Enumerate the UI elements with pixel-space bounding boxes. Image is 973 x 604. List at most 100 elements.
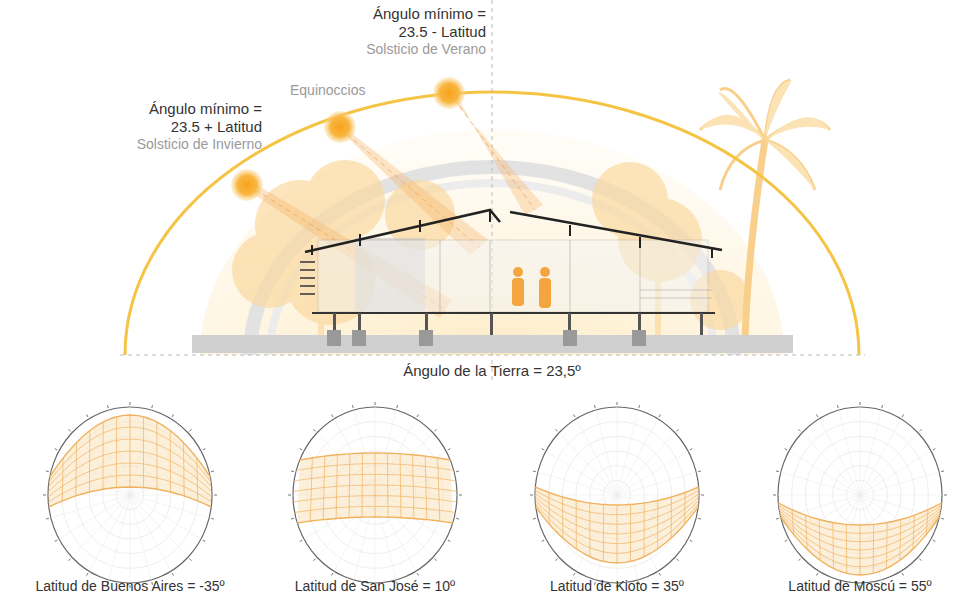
chart-tick xyxy=(798,559,800,561)
hour-line xyxy=(349,454,351,518)
sun-path xyxy=(49,487,211,507)
chart-tick xyxy=(313,429,315,431)
sun-path xyxy=(781,517,940,575)
chart-tick xyxy=(291,470,294,472)
sun-path-band xyxy=(535,487,698,563)
hour-line xyxy=(576,501,577,550)
hour-line xyxy=(792,510,794,535)
chart-tick xyxy=(55,540,58,542)
chart-tick xyxy=(817,414,819,417)
chart-tick xyxy=(676,429,678,431)
hour-line xyxy=(913,515,915,549)
chart-tick xyxy=(211,470,214,472)
chart-spoke xyxy=(59,495,130,539)
angle-label: Ángulo mínimo = xyxy=(373,5,486,22)
trees xyxy=(232,160,750,340)
chart-tick xyxy=(300,449,303,451)
chart-spoke xyxy=(617,472,696,495)
chart-tick xyxy=(87,573,89,576)
chart-spoke xyxy=(130,495,131,583)
chart-spoke xyxy=(596,410,617,495)
chart-tick xyxy=(902,414,904,417)
chart-tick xyxy=(773,495,776,496)
chart-tick xyxy=(130,402,131,405)
chart-tick xyxy=(798,429,800,431)
chart-tick xyxy=(776,470,779,472)
hour-line xyxy=(806,515,808,549)
chart-spoke xyxy=(819,419,860,495)
chart-spoke xyxy=(860,407,861,495)
latitude-caption: Latitud de Buenos Aires = -35º xyxy=(35,578,224,594)
chart-tick xyxy=(542,540,545,542)
chart-spoke xyxy=(130,495,151,580)
chart-tick xyxy=(172,573,174,576)
hour-line xyxy=(900,520,901,561)
sun-path-band xyxy=(778,503,941,575)
chart-spoke xyxy=(559,433,617,495)
chart-spoke xyxy=(789,451,860,495)
chart-spoke xyxy=(130,495,188,557)
hour-line xyxy=(644,503,645,557)
chart-spoke xyxy=(617,495,618,583)
chart-outline xyxy=(48,407,212,583)
hour-line xyxy=(375,453,376,517)
hour-line xyxy=(603,505,604,562)
chart-tick xyxy=(417,573,419,576)
hour-line xyxy=(657,501,658,550)
chart-spoke xyxy=(860,410,881,495)
chart-tick xyxy=(594,405,596,408)
chart-tick xyxy=(55,449,58,451)
chart-spoke xyxy=(617,410,638,495)
hour-line xyxy=(130,415,131,487)
chart-tick xyxy=(785,540,788,542)
sun-path xyxy=(297,517,452,523)
palm-leaves xyxy=(700,80,830,190)
chart-spoke xyxy=(617,419,658,495)
hour-line xyxy=(75,443,77,496)
chart-tick xyxy=(574,573,576,576)
horizon xyxy=(120,355,865,356)
chart-tick xyxy=(530,495,533,496)
chart-spoke xyxy=(860,451,931,495)
chart-tick xyxy=(941,470,944,472)
hour-line xyxy=(819,520,820,561)
chart-tick xyxy=(448,540,451,542)
chart-spoke xyxy=(130,495,201,539)
chart-tick xyxy=(919,559,921,561)
chart-tick xyxy=(189,559,191,561)
sun-path xyxy=(535,487,698,505)
hour-line xyxy=(156,422,157,489)
hour-line xyxy=(438,458,440,521)
chart-tick xyxy=(542,449,545,451)
hour-line xyxy=(323,456,325,520)
chart-tick xyxy=(860,402,861,405)
hour-line xyxy=(143,417,144,488)
hour-line xyxy=(832,523,834,569)
latitude-caption: Latitud de Moscú = 55º xyxy=(788,578,931,594)
chart-tick xyxy=(46,470,49,472)
chart-tick xyxy=(617,402,618,405)
hour-line xyxy=(562,497,563,538)
chart-spoke xyxy=(617,407,618,495)
chart-tick xyxy=(313,559,315,561)
chart-tick xyxy=(46,518,49,520)
chart-tick xyxy=(698,470,701,472)
earth-angle-label: Ángulo de la Tierra = 23,5º xyxy=(403,362,581,379)
chart-outline xyxy=(778,407,942,583)
hour-line xyxy=(684,493,685,525)
hour-line xyxy=(413,455,414,519)
sun-path-band xyxy=(49,415,211,507)
chart-tick xyxy=(659,414,661,417)
hour-line xyxy=(671,497,672,538)
chart-tick xyxy=(211,518,214,520)
hour-line xyxy=(183,443,185,496)
chart-tick xyxy=(375,402,376,405)
chart-spoke xyxy=(860,472,939,495)
hour-line xyxy=(387,453,388,517)
hour-line xyxy=(102,422,103,489)
chart-tick xyxy=(817,573,819,576)
sun-path-charts xyxy=(43,402,947,588)
palm-tree xyxy=(700,80,830,340)
chart-tick xyxy=(68,559,70,561)
